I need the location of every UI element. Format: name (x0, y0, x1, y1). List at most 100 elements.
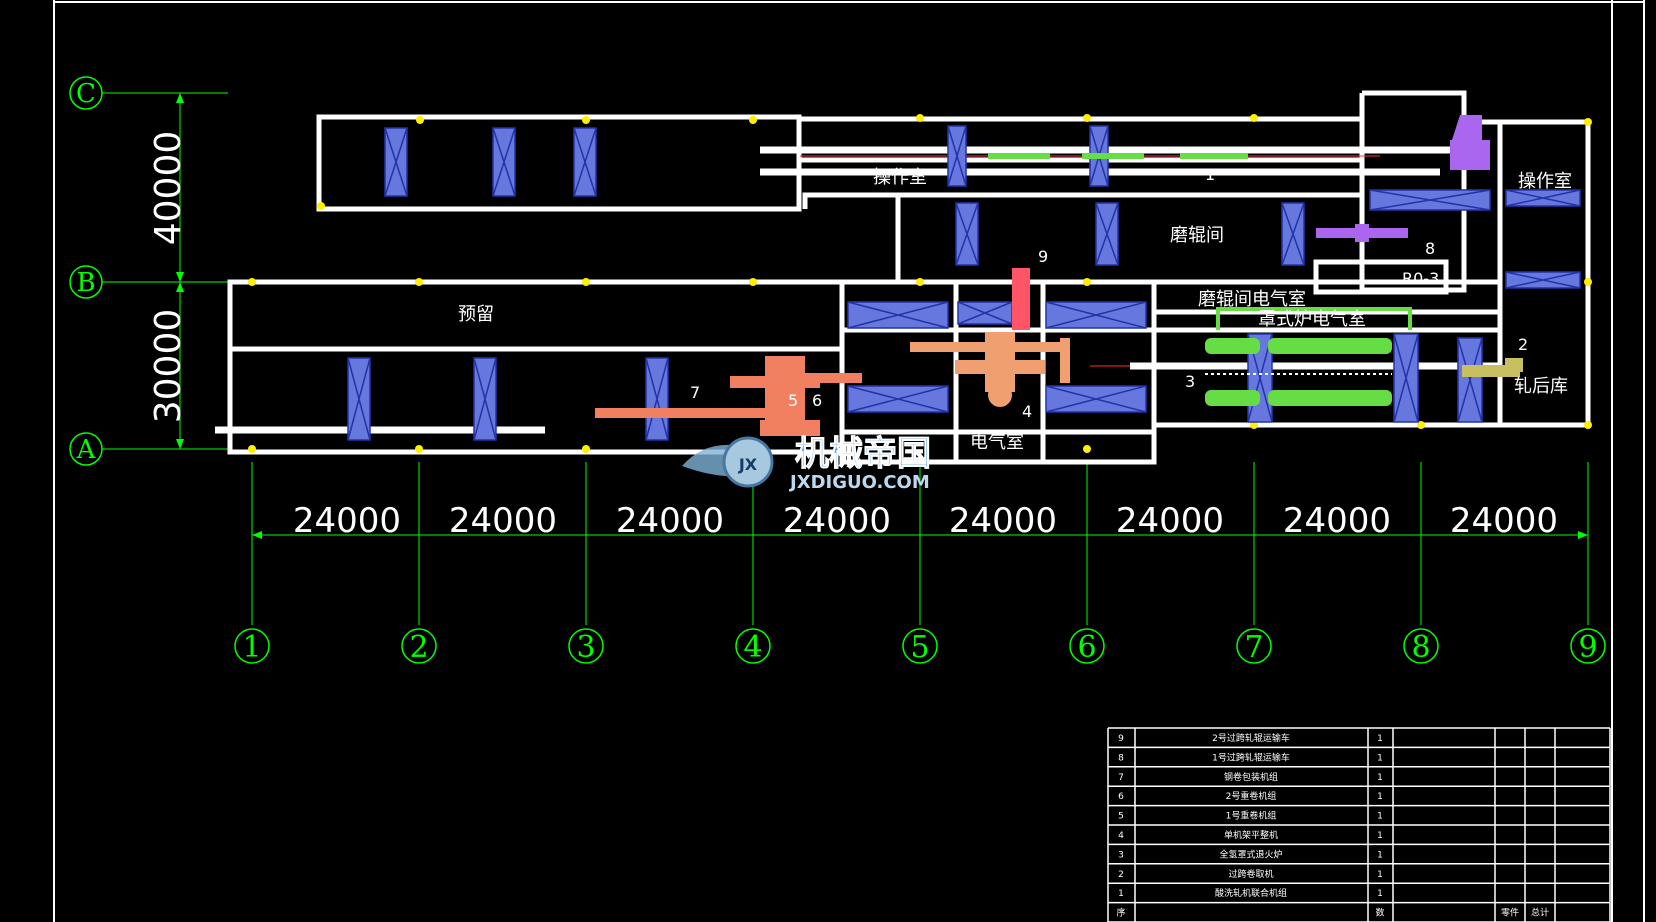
room-label-elec: 电气室 (970, 432, 1024, 453)
table-cell-qty: 1 (1377, 812, 1383, 822)
dim-horizontal-label: 24000 (1116, 501, 1224, 541)
room-label-operator-2: 操作室 (1518, 171, 1572, 192)
table-cell-qty: 1 (1377, 734, 1383, 744)
crane-block (847, 385, 949, 413)
col-axis-label: 9 (1578, 630, 1597, 665)
crane-block (1393, 333, 1419, 423)
crane-block (492, 127, 516, 197)
recoiler-equipment (595, 356, 862, 436)
col-axis-label: 7 (1244, 630, 1263, 665)
coiler-2 (1462, 358, 1523, 377)
crane-block (1505, 189, 1581, 207)
table-cell-no: 5 (1118, 812, 1124, 822)
item-label: 1 (1205, 165, 1215, 184)
row-axis-label: B (76, 268, 95, 298)
row-axis-label: A (76, 435, 97, 465)
crane-block (847, 301, 949, 329)
table-cell-no: 6 (1118, 792, 1124, 802)
room-label-ro3: R0-3 (1402, 269, 1439, 288)
room-label-furnace-elec: 罩式炉电气室 (1258, 309, 1366, 330)
crane-block (473, 357, 497, 441)
item-label: 5 (788, 391, 798, 410)
row-axis-b: B (69, 265, 103, 299)
row-axis-a: A (69, 432, 103, 466)
dim-horizontal-label: 24000 (293, 501, 401, 541)
watermark-badge: JX (738, 455, 758, 474)
crane-block (645, 357, 669, 441)
room-label-grinding-elec: 磨辊间电气室 (1198, 289, 1306, 310)
table-cell-no: 1 (1118, 889, 1124, 899)
table-cell-qty: 1 (1377, 831, 1383, 841)
bell-furnace-equipment (1205, 307, 1412, 406)
crane-blocks (347, 125, 1581, 441)
col-axis-labels: 1 2 3 4 5 6 7 8 9 (242, 630, 1597, 665)
col-axis-label: 6 (1077, 630, 1096, 665)
table-cell-qty: 1 (1377, 889, 1383, 899)
table-cell-name: 2号过跨轧辊运输车 (1212, 732, 1290, 744)
row-axis-label: C (76, 79, 96, 109)
crane-block (1369, 189, 1491, 211)
table-cell-qty: 1 (1377, 870, 1383, 880)
dim-horizontal-label: 24000 (449, 501, 557, 541)
table-cell-qty: 1 (1377, 773, 1383, 783)
crane-block (955, 202, 979, 266)
drawing-frame (53, 0, 1645, 922)
col-axis-label: 4 (743, 630, 762, 665)
table-cell-name: 1号过跨轧辊运输车 (1212, 751, 1290, 763)
grid-lines (102, 92, 1589, 625)
crossing-cart-9 (1012, 268, 1030, 330)
crane-block (1045, 301, 1147, 329)
room-labels: 预留 操作室 操作室 磨辊间 磨辊间电气室 罩式炉电气室 轧后库 电气室 R0-… (458, 167, 1572, 453)
table-header-part: 零件 (1501, 907, 1519, 919)
item-label: 6 (812, 391, 822, 410)
column-markers (248, 114, 1592, 453)
room-label-reserve: 预留 (458, 304, 494, 325)
table-cell-no: 9 (1118, 734, 1124, 744)
skin-pass-mill-equipment (910, 332, 1070, 407)
dim-horizontal-label: 24000 (1283, 501, 1391, 541)
table-header-qty: 数 (1375, 907, 1384, 919)
watermark-cn: 机械帝国 (795, 434, 931, 474)
item-label: 8 (1425, 239, 1435, 258)
table-cell-no: 4 (1118, 831, 1124, 841)
crane-block (347, 357, 371, 441)
table-cell-qty: 1 (1377, 850, 1383, 860)
item-label: 3 (1185, 372, 1195, 391)
crane-block (1457, 337, 1483, 423)
dim-horizontal: 24000 24000 24000 24000 24000 24000 2400… (293, 501, 1558, 541)
col-axis-label: 1 (242, 630, 261, 665)
crane-block (947, 125, 967, 187)
crane-block (1281, 202, 1305, 266)
item-label: 7 (690, 383, 700, 402)
table-header-total: 总计 (1531, 907, 1549, 919)
crane-block (1045, 385, 1147, 413)
item-label: 2 (1518, 335, 1528, 354)
dim-arrows (176, 93, 1588, 539)
table-header-no: 序 (1116, 907, 1125, 919)
table-cell-qty: 1 (1377, 792, 1383, 802)
dim-horizontal-label: 24000 (1450, 501, 1558, 541)
table-cell-no: 3 (1118, 850, 1124, 860)
col-axis-label: 2 (409, 630, 428, 665)
item-label: 4 (1022, 402, 1032, 421)
table-cell-name: 酸洗轧机联合机组 (1215, 887, 1287, 899)
item-labels: 1 2 3 4 5 6 7 8 9 (690, 165, 1528, 421)
dim-horizontal-label: 24000 (783, 501, 891, 541)
table-cell-qty: 1 (1377, 753, 1383, 763)
col-axis-label: 8 (1411, 630, 1430, 665)
col-axis-label: 5 (910, 630, 929, 665)
table-cell-name: 过跨卷取机 (1228, 868, 1273, 880)
crane-block (957, 301, 1013, 325)
crane-block (573, 127, 597, 197)
col-axis-bubbles (234, 628, 1606, 664)
watermark-logo: JX 机械帝国 JXDIGUO.COM (682, 434, 932, 493)
room-label-grinding: 磨辊间 (1170, 225, 1224, 246)
crane-block (384, 127, 408, 197)
dim-vertical-label: 40000 (148, 131, 189, 246)
watermark-en: JXDIGUO.COM (788, 472, 930, 493)
dim-horizontal-label: 24000 (616, 501, 724, 541)
crane-block (1505, 271, 1581, 289)
col-axis-label: 3 (576, 630, 595, 665)
